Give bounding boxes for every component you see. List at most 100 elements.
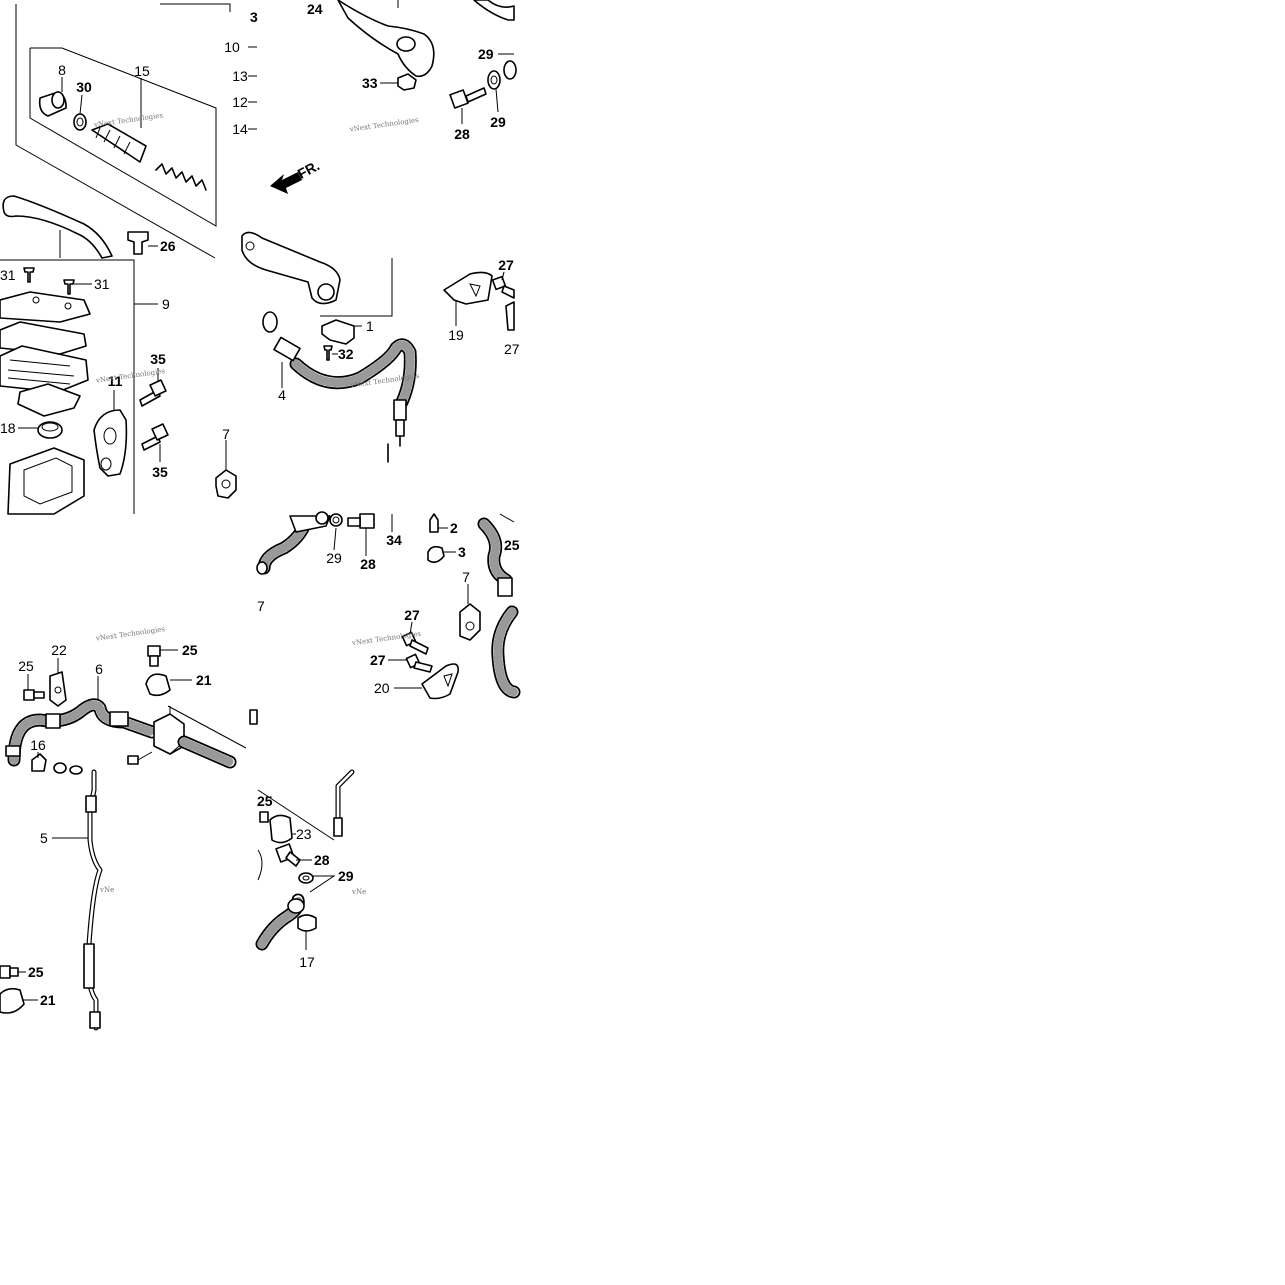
diaphragm-icon	[0, 345, 89, 393]
spring-icon	[155, 163, 207, 191]
bolt-25-left-icon	[23, 689, 45, 701]
callout-3: 3	[250, 9, 258, 25]
washer-29-icon	[487, 70, 501, 90]
tile-bottom-left: 5 25 21 vNe	[0, 769, 114, 1031]
cap-3-icon	[427, 545, 445, 564]
bolt-25-right-icon	[147, 645, 161, 667]
callout-17: 17	[299, 954, 315, 970]
callout-26: 26	[160, 238, 176, 254]
callout-21: 21	[196, 672, 212, 688]
callout-3: 3	[458, 544, 466, 560]
front-direction-arrow: FR.	[270, 157, 322, 194]
callout-29-lower: 29	[490, 114, 506, 130]
callout-34: 34	[386, 532, 402, 548]
banjo-bolt-28-icon	[275, 843, 301, 867]
three-way-joint-icon	[153, 713, 185, 755]
callout-25-left: 25	[18, 658, 34, 674]
callout-23: 23	[296, 826, 312, 842]
tile-top-right: 24 FR.	[241, 0, 520, 463]
svg-text:vNext Technologies: vNext Technologies	[348, 116, 419, 134]
circlip-30-icon	[73, 113, 87, 131]
callout-7-cut: 7	[257, 598, 265, 614]
clamp-7-icon	[215, 469, 237, 499]
pivot-bolt-26-icon	[127, 231, 149, 255]
callout-12: 12	[232, 94, 248, 110]
nut-33-icon	[397, 73, 417, 91]
bracket-22-icon	[49, 671, 67, 707]
callout-31-right: 31	[94, 276, 110, 292]
gasket-icon	[17, 383, 81, 417]
callout-22: 22	[51, 642, 67, 658]
callout-33: 33	[362, 75, 378, 91]
callout-18: 18	[0, 420, 16, 436]
callout-28: 28	[454, 126, 470, 142]
washer-29-icon	[298, 872, 314, 884]
callout-7: 7	[462, 569, 470, 585]
svg-text:vNext Technologies: vNext Technologies	[95, 625, 166, 643]
bolt-27-lower-icon	[405, 653, 433, 673]
callout-35-upper: 35	[150, 351, 166, 367]
callout-27-upper: 27	[498, 257, 514, 273]
screw-32-icon	[323, 345, 333, 361]
brake-hose-6-icon	[5, 698, 159, 767]
callout-19: 19	[448, 327, 464, 343]
callout-11: 11	[108, 373, 123, 389]
clamp-23-icon	[269, 814, 293, 844]
banjo-bolt-28-icon	[347, 513, 375, 529]
piston-icon	[91, 123, 147, 163]
callout-13: 13	[232, 68, 248, 84]
callout-32: 32	[338, 346, 354, 362]
part-1-icon	[321, 319, 355, 345]
washer-29-icon	[329, 513, 343, 527]
callout-27-cut: 27	[504, 341, 520, 357]
screw-31-icon	[23, 267, 35, 283]
tile-top-left: 3 10 13 12 14 8 30 15 26 31 31 9 35 11 3…	[0, 3, 258, 515]
brake-pipe-5-icon	[83, 769, 103, 1031]
bolt-27-upper-icon	[401, 631, 429, 655]
watermark: vNe	[99, 886, 114, 894]
reservoir-cap-icon	[0, 291, 91, 323]
bracket-icon	[241, 231, 341, 305]
callout-24: 24	[307, 1, 323, 17]
part-16-icon	[31, 753, 47, 772]
clamp-21-icon	[0, 987, 25, 1014]
brake-lever-icon	[2, 195, 113, 259]
callout-14: 14	[232, 121, 248, 137]
callout-28: 28	[360, 556, 376, 572]
callout-31-left: 31	[0, 267, 16, 283]
callout-29: 29	[338, 868, 354, 884]
callout-25-right: 25	[182, 642, 198, 658]
watermark: vNext Technologies	[95, 625, 166, 643]
tile-middle-right: 29 28 34 2 3 25 7 27 27 20 7 vNext Techn…	[256, 511, 521, 700]
brake-arm-icon	[337, 0, 435, 78]
callout-29-upper: 29	[478, 46, 494, 62]
callout-9: 9	[162, 296, 170, 312]
callout-5: 5	[40, 830, 48, 846]
master-cylinder-icon	[7, 447, 85, 515]
watermark: vNext Technologies	[348, 116, 419, 134]
bolt-27-upper-icon	[491, 275, 515, 299]
callout-30: 30	[76, 79, 92, 95]
cap-18-icon	[37, 421, 63, 439]
watermark: vNe	[351, 888, 366, 896]
bleeder-2-icon	[429, 513, 439, 533]
svg-text:vNext Technologies: vNext Technologies	[93, 111, 164, 129]
callout-1: 1	[366, 318, 374, 334]
bracket-19-icon	[443, 271, 493, 305]
bolt-25-icon	[0, 965, 19, 979]
callout-6: 6	[95, 661, 103, 677]
callout-35-lower: 35	[152, 464, 168, 480]
tile-bottom-right: 25 23 28 29 17 vNe	[255, 769, 366, 970]
callout-25: 25	[28, 964, 44, 980]
banjo-bolt-28-icon	[449, 87, 487, 109]
callout-16: 16	[30, 737, 46, 753]
bracket-20-icon	[421, 663, 460, 700]
part-17-icon	[297, 914, 317, 932]
tile-middle-left: 22 25 25 21 6 16 vNext Technologies	[5, 625, 258, 775]
brake-hose-4-icon	[273, 336, 417, 463]
clamp-21-icon	[145, 673, 171, 697]
bolt-35-lower-icon	[141, 423, 169, 451]
callout-21: 21	[40, 992, 56, 1008]
callout-10: 10	[224, 39, 240, 55]
